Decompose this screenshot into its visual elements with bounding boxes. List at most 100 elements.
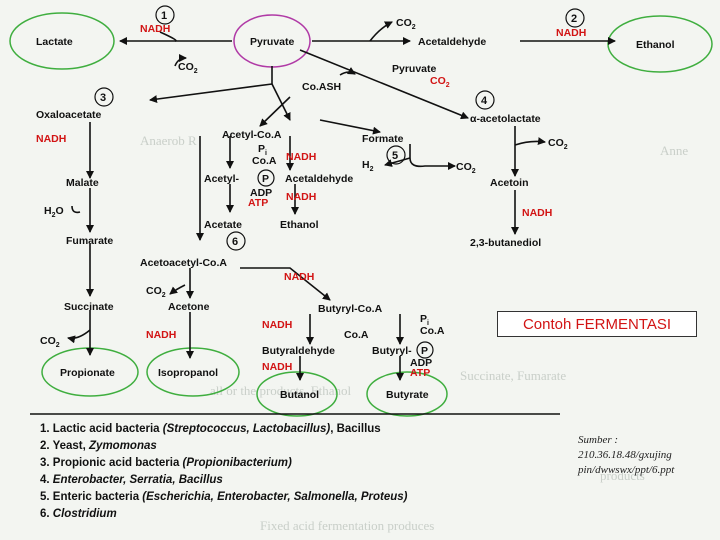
compound-acetolactate: α-acetolactate [470, 113, 541, 125]
arrow-formate [319, 119, 381, 135]
arrow-co2-release-1 [369, 21, 393, 42]
compound-acetone: Acetone [168, 301, 210, 313]
phosphate-p-1: P [262, 173, 269, 185]
adp-label-2: ADP [410, 357, 432, 369]
step-3: 3 [100, 92, 106, 104]
coa-label-2: Co.A [420, 325, 445, 337]
nadh-1: NADH [140, 23, 170, 35]
compound-acetaldehyde: Acetaldehyde [418, 36, 486, 48]
phosphate-circles: P P [257, 169, 434, 359]
isopropanol-circle [146, 347, 240, 397]
svg-text:Anaerob R: Anaerob R [140, 133, 197, 148]
compound-propionate: Propionate [60, 367, 115, 379]
arrow-h2 [384, 157, 411, 167]
compound-formate: Formate [362, 133, 404, 145]
cofactor-labels: NADH NADH NADH NADH NADH NADH NADH NADH … [36, 17, 586, 379]
co2-label-6: CO2 [146, 285, 166, 299]
compound-acetaldehyde-2: Acetaldehyde [285, 173, 353, 185]
nadh-7: NADH [284, 271, 314, 283]
co2-label-3: CO2 [430, 75, 450, 89]
compound-acetyl-p: Acetyl- [204, 173, 240, 185]
step-4: 4 [481, 95, 488, 107]
step-2: 2 [571, 13, 577, 25]
compound-acetate: Acetate [204, 219, 242, 231]
compound-succinate: Succinate [64, 301, 114, 313]
pi-label-1: Pi [258, 143, 267, 157]
compound-fumarate: Fumarate [66, 235, 113, 247]
arrow-coash-acetylcoa [259, 96, 291, 127]
compound-coash: Co.ASH [302, 81, 341, 93]
arrow-nadh-in-1 [159, 31, 177, 42]
butanol-circle [256, 371, 338, 417]
compound-pyruvate-2: Pyruvate [392, 63, 437, 75]
arrow-h2o [71, 205, 81, 214]
nadh-5: NADH [286, 191, 316, 203]
step-6: 6 [232, 236, 238, 248]
svg-text:products: products [600, 468, 645, 483]
arrow-co2-release-2 [339, 67, 356, 76]
organism-legend: 1. Lactic acid bacteria (Streptococcus, … [40, 423, 408, 520]
source-line-2: 210.36.18.48/gxujing [578, 449, 672, 461]
compound-acetoacetyl-coa: Acetoacetyl-Co.A [140, 257, 227, 269]
legend-item-6: 6. Clostridium [40, 508, 117, 520]
arrow-pyruvate-acetolactate [299, 49, 469, 120]
svg-text:all or the products. Ethanol: all or the products. Ethanol [210, 383, 352, 398]
compound-acetyl-coa: Acetyl-Co.A [222, 129, 282, 141]
co2-label-1: CO2 [396, 17, 416, 31]
nadh-6: NADH [522, 207, 552, 219]
compound-butanol: Butanol [280, 389, 319, 401]
legend-item-1: 1. Lactic acid bacteria (Streptococcus, … [40, 423, 381, 435]
arrow-pyruvate-branch [149, 83, 273, 104]
compound-ethanol-mid: Ethanol [280, 219, 319, 231]
compound-butanediol: 2,3-butanediol [470, 237, 541, 249]
legend-item-4: 4. Enterobacter, Serratia, Bacillus [40, 474, 223, 486]
step-markers: 1 2 3 4 5 6 [94, 5, 585, 251]
compound-pyruvate: Pyruvate [250, 36, 295, 48]
coa-label-1: Co.A [252, 155, 277, 167]
source-line-3: pin/dwwswx/ppt/6.ppt [577, 464, 675, 476]
legend-item-5: 5. Enteric bacteria (Escherichia, Entero… [40, 491, 408, 503]
legend-item-3: 3. Propionic acid bacteria (Propionibact… [40, 457, 292, 469]
svg-text:Anne: Anne [660, 143, 688, 158]
arrow-co2-release-top [174, 54, 187, 67]
co2-label-4: CO2 [548, 137, 568, 151]
pi-label-2: Pi [420, 313, 429, 327]
nadh-10: NADH [262, 361, 292, 373]
diagram-caption: Contoh FERMENTASI [497, 311, 697, 337]
co2-label-2: CO2 [178, 61, 198, 75]
compound-oxaloacetate: Oxaloacetate [36, 109, 102, 121]
compound-butyrate: Butyrate [386, 389, 429, 401]
source-line-1: Sumber : [578, 434, 618, 446]
arrow-acetoacetyl-butyrylcoa [240, 267, 331, 301]
arrow-co2-acetone [169, 284, 186, 295]
lactate-circle [9, 12, 115, 70]
h2o-label: H2O [44, 205, 64, 219]
nadh-9: NADH [146, 329, 176, 341]
phosphate-p-2: P [421, 345, 428, 357]
nadh-8: NADH [262, 319, 292, 331]
svg-text:Fixed acid fermentation produc: Fixed acid fermentation produces [260, 518, 434, 533]
step-5: 5 [392, 150, 398, 162]
nadh-4: NADH [286, 151, 316, 163]
nadh-2: NADH [556, 27, 586, 39]
butyrate-circle [366, 371, 448, 417]
compound-labels: Lactate Pyruvate Acetaldehyde Ethanol Co… [36, 36, 675, 401]
svg-text:Succinate, Fumarate: Succinate, Fumarate [460, 368, 566, 383]
compound-coa-left: Co.A [344, 329, 369, 341]
compound-butyraldehyde: Butyraldehyde [262, 345, 335, 357]
highlight-circles [9, 12, 713, 417]
atp-2: ATP [410, 367, 430, 379]
co2-label-7: CO2 [40, 335, 60, 349]
compound-isopropanol: Isopropanol [158, 367, 218, 379]
compound-butyryl-p: Butyryl- [372, 345, 412, 357]
atp-1: ATP [248, 197, 268, 209]
source-note: Sumber : 210.36.18.48/gxujing pin/dwwswx… [577, 434, 675, 476]
pathway-arrows [67, 21, 616, 381]
step-1: 1 [161, 10, 167, 22]
compound-acetoin: Acetoin [490, 177, 529, 189]
compound-butyryl-coa: Butyryl-Co.A [318, 303, 383, 315]
arrow-pyruvate-coash [271, 83, 291, 121]
co2-label-5: CO2 [456, 161, 476, 175]
